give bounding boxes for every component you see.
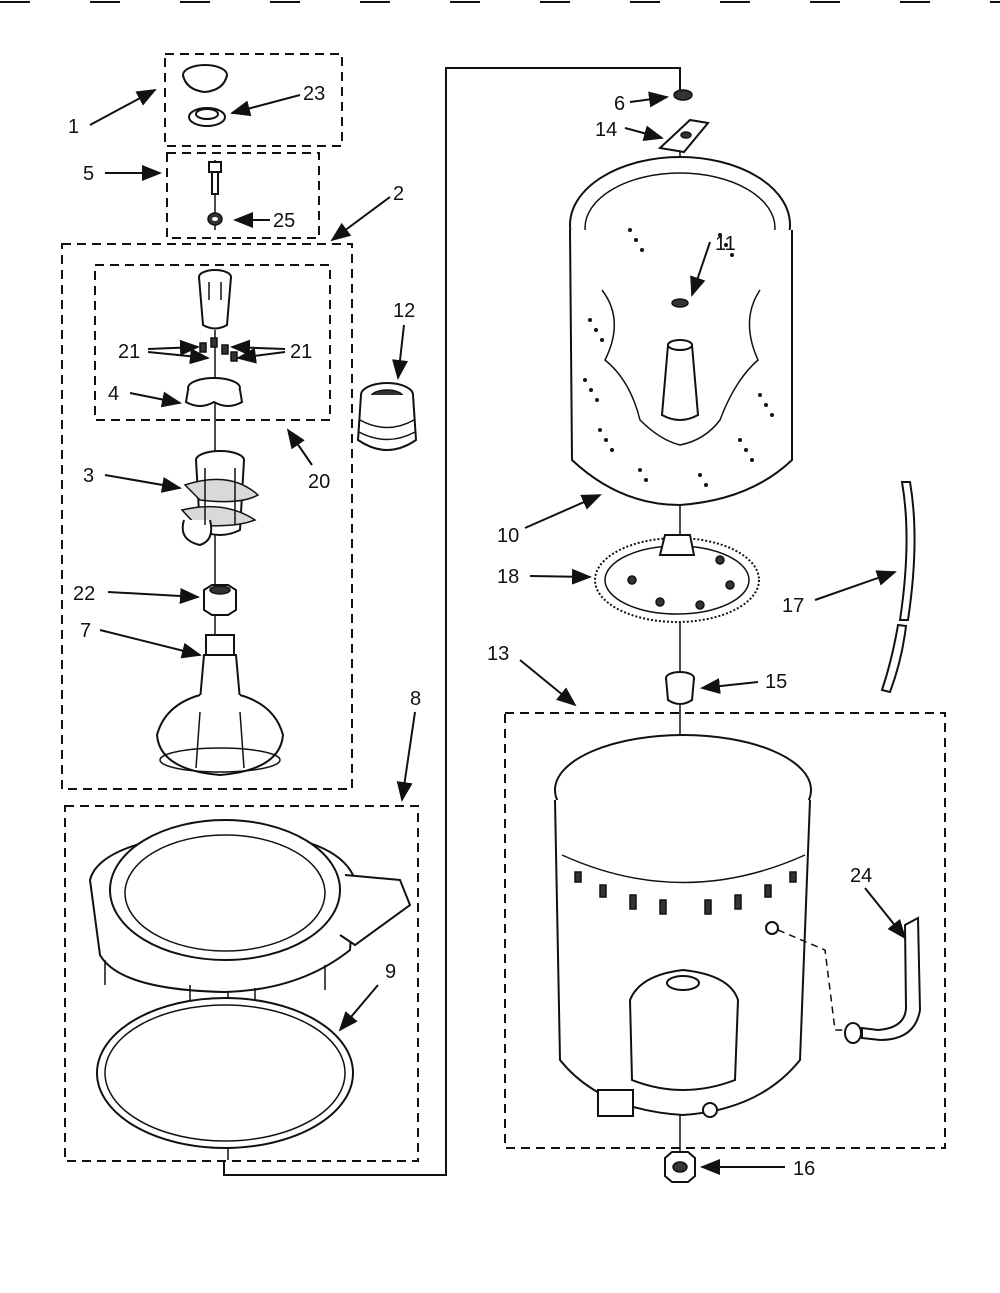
callout-10: 10 — [497, 525, 519, 547]
drain-hose — [777, 916, 922, 1044]
tub-ribs — [574, 871, 797, 915]
callout-4: 4 — [108, 383, 119, 405]
callout-6: 6 — [614, 93, 625, 115]
auger — [180, 450, 260, 547]
callout-21-right: 21 — [290, 341, 312, 363]
callout-5: 5 — [83, 163, 94, 185]
retaining-clip — [657, 118, 710, 154]
tub-hose-strip — [880, 481, 916, 694]
bearing-coupling — [356, 382, 418, 451]
basket-perforations — [583, 228, 774, 487]
tub-nut — [664, 1151, 696, 1183]
callout-11: 11 — [715, 233, 736, 255]
callout-13: 13 — [487, 643, 509, 665]
callout-22: 22 — [73, 583, 95, 605]
outer-tub — [554, 734, 812, 1118]
callout-2: 2 — [393, 183, 404, 205]
drive-gear — [594, 534, 760, 623]
callout-1: 1 — [68, 116, 79, 138]
group-box-agitator — [61, 243, 353, 790]
group-box-outer-tub — [504, 712, 946, 1149]
tub-seal — [665, 671, 695, 705]
cam-follower — [184, 377, 244, 407]
callout-16: 16 — [793, 1158, 815, 1180]
agitator-bolt — [208, 161, 222, 195]
callout-15: 15 — [765, 671, 787, 693]
spin-basket — [569, 156, 793, 507]
drive-nut — [203, 584, 237, 616]
spanner-nut — [673, 89, 693, 101]
tub-ring — [88, 819, 412, 1010]
callout-8: 8 — [410, 688, 421, 710]
tub-ring-gasket — [96, 997, 354, 1149]
callout-20: 20 — [308, 471, 330, 493]
callout-14: 14 — [595, 119, 617, 141]
group-box-bolt — [166, 152, 320, 239]
callout-labels: 1 23 5 25 2 21 21 4 20 3 12 22 7 8 9 6 1… — [68, 83, 872, 1180]
group-box-ring — [64, 805, 419, 1162]
callout-9: 9 — [385, 961, 396, 983]
agitator-cap — [182, 64, 228, 94]
callout-23: 23 — [303, 83, 325, 105]
connector-line — [223, 67, 681, 1176]
callout-17: 17 — [782, 595, 804, 617]
agitator-base — [155, 634, 285, 777]
callout-12: 12 — [393, 300, 415, 322]
callout-7: 7 — [80, 620, 91, 642]
callout-3: 3 — [83, 465, 94, 487]
callout-21-left: 21 — [118, 341, 140, 363]
cap-seal — [188, 107, 226, 127]
bolt-washer — [207, 212, 223, 226]
callout-18: 18 — [497, 566, 519, 588]
agitator-cam — [198, 269, 232, 330]
callout-24: 24 — [850, 865, 872, 887]
callout-25: 25 — [273, 210, 295, 232]
leader-lines — [89, 89, 907, 1175]
